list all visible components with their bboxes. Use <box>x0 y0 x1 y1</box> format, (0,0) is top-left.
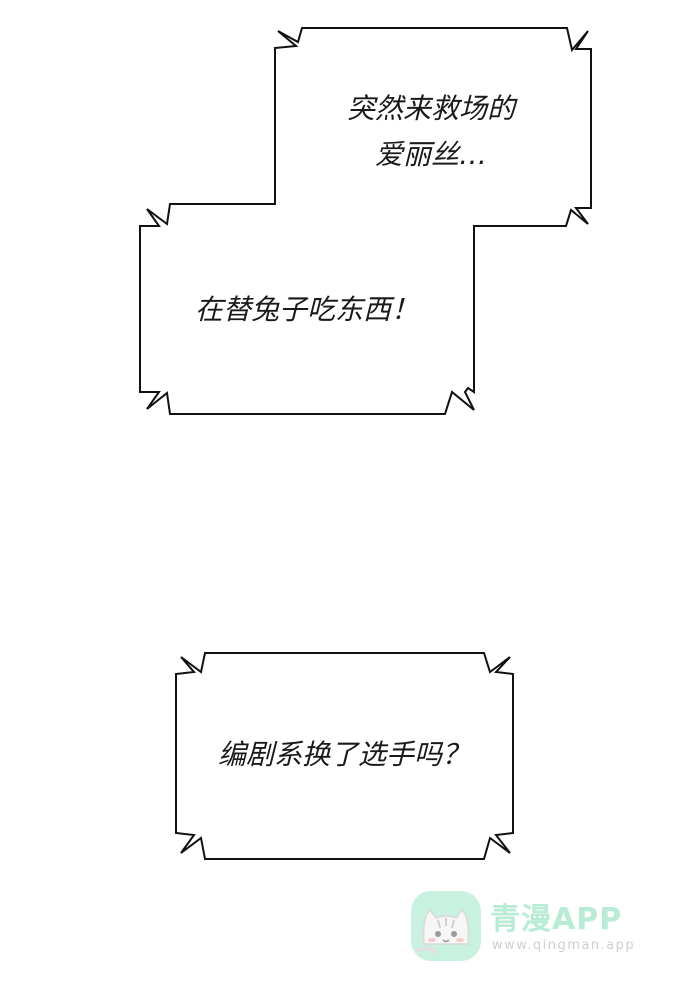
middle-bubble-line-1: 在替兔子吃东西！ <box>194 293 419 326</box>
middle-bubble-text: 在替兔子吃东西！ <box>162 287 452 333</box>
top-bubble-line-1: 突然来救场的 <box>346 92 515 125</box>
watermark-url: www.qingman.app <box>492 938 636 953</box>
watermark-title: 青漫APP <box>490 902 623 937</box>
top-bubble-text: 突然来救场的 爱丽丝… <box>318 86 544 178</box>
stair-speech-bubble <box>139 27 592 415</box>
top-bubble-line-2: 爱丽丝… <box>374 138 487 171</box>
bottom-bubble-line-1: 编剧系换了选手吗？ <box>217 738 470 771</box>
bottom-bubble-text: 编剧系换了选手吗？ <box>190 732 498 778</box>
lower-speech-bubble <box>175 652 514 860</box>
watermark: 青漫APP www.qingman.app <box>408 886 648 966</box>
cat-icon <box>411 891 481 961</box>
